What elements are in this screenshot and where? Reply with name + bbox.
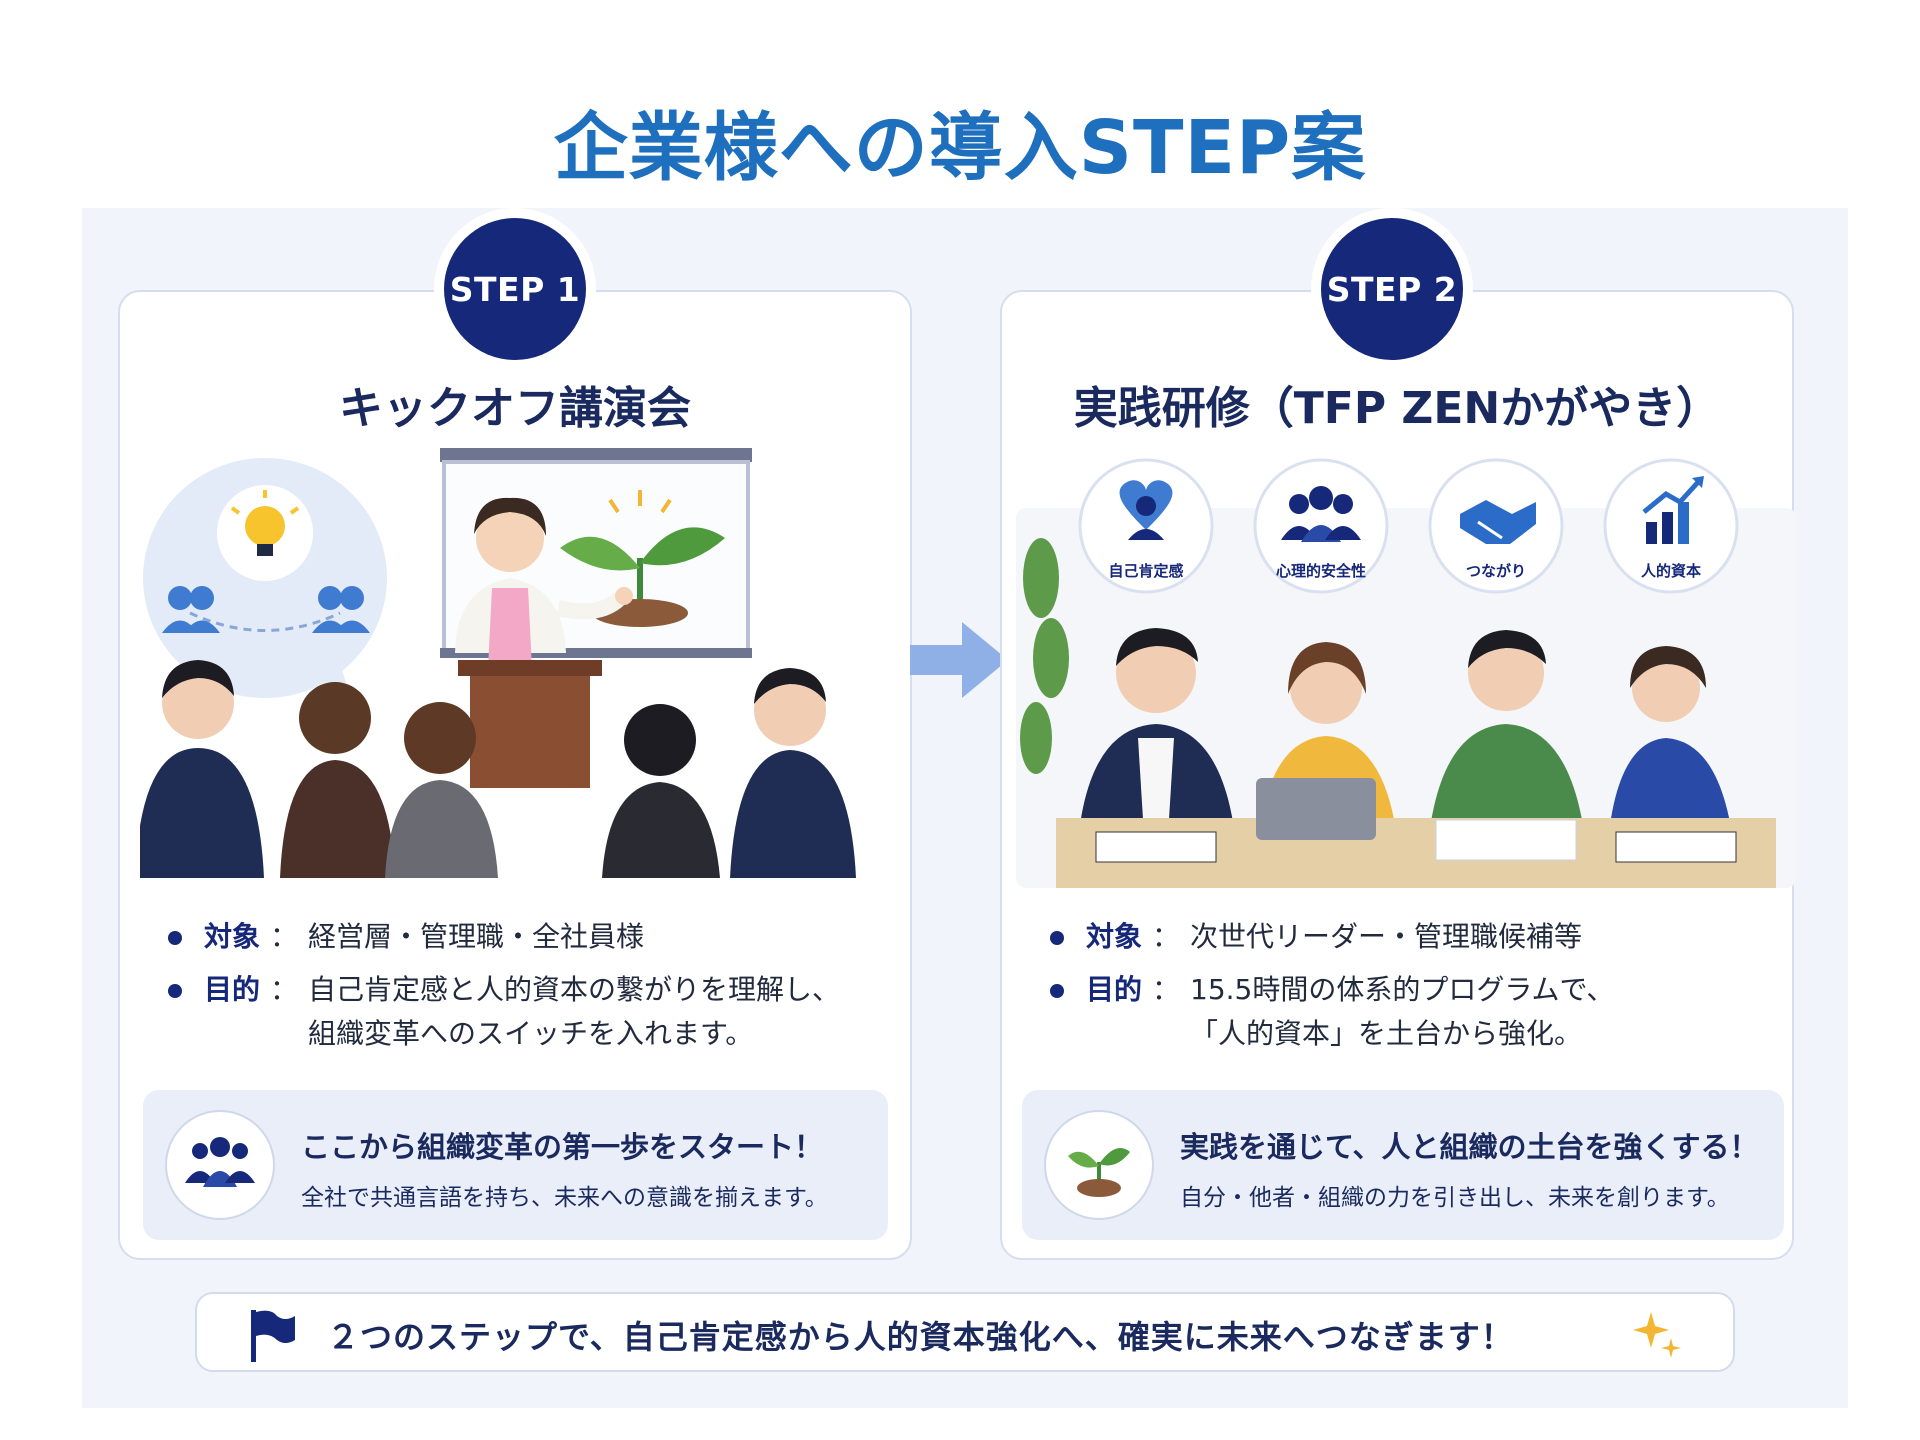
icon-label: 自己肯定感 bbox=[1108, 562, 1183, 580]
step1-callout: ここから組織変革の第一歩をスタート！ 全社で共通言語を持ち、未来への意識を揃えま… bbox=[143, 1090, 888, 1240]
laptop bbox=[1256, 778, 1376, 840]
connection-badge: つながり bbox=[1428, 458, 1564, 594]
sprout-icon bbox=[1068, 1148, 1130, 1197]
step2-badge: STEP 2 bbox=[1321, 218, 1463, 360]
summary-banner: ２つのステップで、自己肯定感から人的資本強化へ、確実に未来へつなぎます！ bbox=[195, 1292, 1735, 1372]
bullet-text: 経営層・管理職・全社員様 bbox=[308, 920, 645, 953]
bullet-dot bbox=[1050, 931, 1064, 945]
audience bbox=[140, 660, 856, 878]
icon-label: つながり bbox=[1466, 562, 1526, 580]
bullet-dot bbox=[168, 931, 182, 945]
lightbulb-icon bbox=[230, 490, 300, 556]
bullet-separator: ： bbox=[1152, 920, 1181, 953]
step1-details: 対象 ： 経営層・管理職・全社員様 目的 ： 自己肯定感と人的資本の繋がりを理解… bbox=[168, 915, 888, 1065]
callout-subtext: 自分・他者・組織の力を引き出し、未来を創ります。 bbox=[1180, 1185, 1730, 1211]
growth-chart-icon bbox=[1642, 476, 1704, 544]
callout-icon-circle bbox=[165, 1110, 275, 1220]
plant-decoration bbox=[1020, 538, 1069, 774]
bullet-text: 次世代リーダー・管理職候補等 bbox=[1190, 920, 1583, 953]
callout-headline: ここから組織変革の第一歩をスタート！ bbox=[301, 1130, 824, 1164]
bullet-purpose: 目的 ： 自己肯定感と人的資本の繋がりを理解し、 組織変革へのスイッチを入れます… bbox=[168, 968, 888, 1055]
bullet-target: 対象 ： 経営層・管理職・全社員様 bbox=[168, 915, 888, 958]
step1-title: キックオフ講演会 bbox=[339, 383, 691, 434]
self-esteem-badge: 自己肯定感 bbox=[1078, 458, 1214, 594]
lecture-illustration bbox=[140, 448, 856, 878]
podium-top bbox=[458, 660, 602, 676]
bullet-text: 15.5時間の体系的プログラムで、 「人的資本」を土台から強化。 bbox=[1190, 973, 1615, 1050]
icon-label: 心理的安全性 bbox=[1276, 562, 1366, 580]
bullet-key: 目的 bbox=[1086, 973, 1143, 1007]
speaker-figure bbox=[455, 497, 633, 668]
psych-safety-badge: 心理的安全性 bbox=[1253, 458, 1389, 594]
step2-callout: 実践を通じて、人と組織の土台を強くする！ 自分・他者・組織の力を引き出し、未来を… bbox=[1022, 1090, 1784, 1240]
bullet-separator: ： bbox=[270, 973, 299, 1007]
bullet-text: 自己肯定感と人的資本の繋がりを理解し、 組織変革へのスイッチを入れます。 bbox=[308, 973, 841, 1050]
sprout-icon bbox=[560, 490, 725, 627]
icon-row: 自己肯定感 心理的安全性 つながり 人的資本 bbox=[1078, 458, 1739, 594]
people-group-icon bbox=[185, 1137, 255, 1187]
flag-icon bbox=[251, 1310, 295, 1362]
people-left-icon bbox=[162, 586, 220, 633]
bullet-key: 対象 bbox=[1086, 920, 1143, 953]
page-title: 企業様への導入STEP案 bbox=[553, 105, 1367, 191]
callout-headline: 実践を通じて、人と組織の土台を強くする！ bbox=[1180, 1130, 1759, 1164]
training-illustration: 自己肯定感 心理的安全性 つながり 人的資本 bbox=[1016, 458, 1796, 888]
bullet-target: 対象 ： 次世代リーダー・管理職候補等 bbox=[1050, 915, 1770, 958]
step2-title: 実践研修（TFP ZENかがやき） bbox=[1073, 383, 1721, 434]
step2-details: 対象 ： 次世代リーダー・管理職候補等 目的 ： 15.5時間の体系的プログラム… bbox=[1050, 915, 1770, 1065]
heart-person-icon bbox=[1119, 480, 1173, 540]
bullet-purpose: 目的 ： 15.5時間の体系的プログラムで、 「人的資本」を土台から強化。 bbox=[1050, 968, 1770, 1055]
notebook bbox=[1095, 831, 1217, 863]
document bbox=[1435, 819, 1577, 861]
bullet-separator: ： bbox=[1152, 973, 1181, 1007]
bullet-separator: ： bbox=[270, 920, 299, 953]
callout-subtext: 全社で共通言語を持ち、未来への意識を揃えます。 bbox=[301, 1185, 828, 1211]
bullet-dot bbox=[1050, 984, 1064, 999]
podium bbox=[470, 668, 590, 788]
people-right-icon bbox=[312, 586, 370, 633]
sparkle-icon bbox=[1633, 1312, 1681, 1358]
bullet-key: 目的 bbox=[204, 973, 261, 1007]
next-step-arrow bbox=[910, 622, 1008, 698]
bullet-dot bbox=[168, 984, 182, 999]
callout-icon-circle bbox=[1044, 1110, 1154, 1220]
group-icon bbox=[1281, 486, 1361, 542]
handshake-icon bbox=[1460, 500, 1536, 544]
step1-badge: STEP 1 bbox=[444, 218, 586, 360]
summary-text: ２つのステップで、自己肯定感から人的資本強化へ、確実に未来へつなぎます！ bbox=[327, 1318, 1514, 1356]
icon-label: 人的資本 bbox=[1641, 562, 1701, 580]
notebook bbox=[1615, 831, 1737, 863]
human-capital-badge: 人的資本 bbox=[1603, 458, 1739, 594]
bullet-key: 対象 bbox=[204, 920, 261, 953]
idea-bubble bbox=[143, 458, 387, 713]
